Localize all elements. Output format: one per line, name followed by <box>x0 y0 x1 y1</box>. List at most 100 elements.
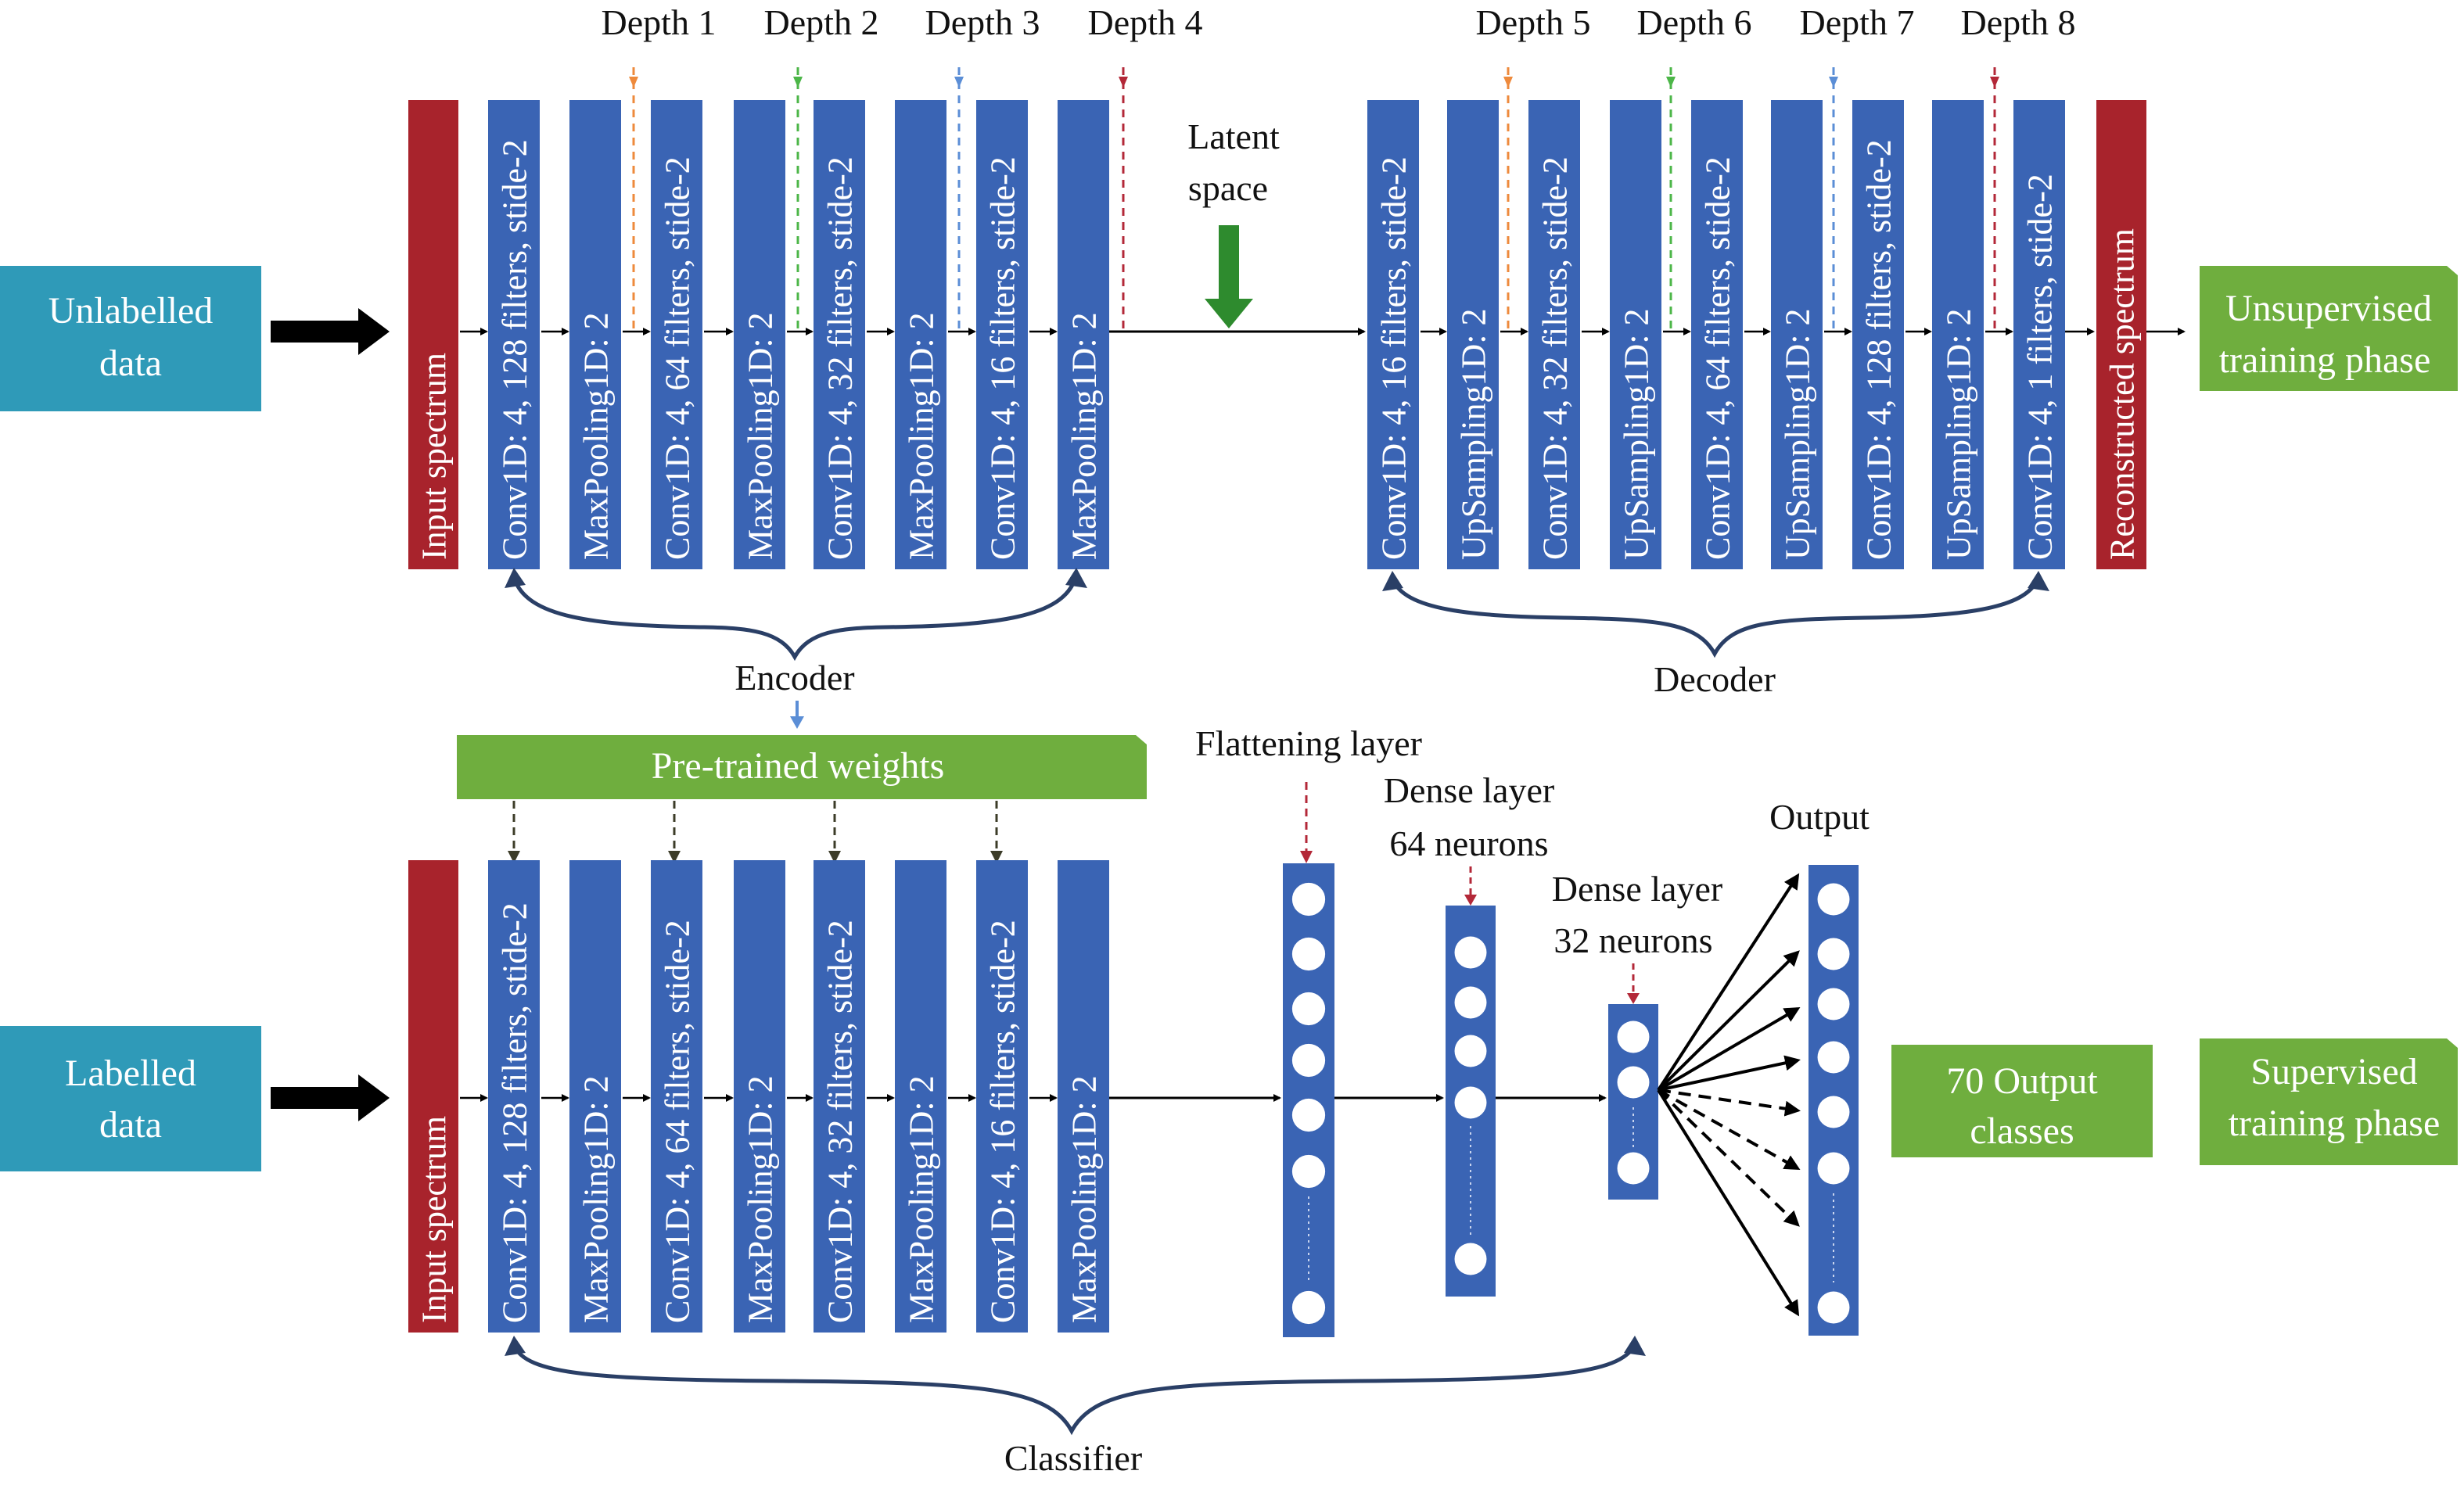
output-column-neuron-5 <box>1817 1096 1850 1128</box>
decoder-layer-1 <box>1367 100 1419 569</box>
dense64-label-line-1: Dense layer <box>1384 770 1554 810</box>
depth-label-3: Depth 3 <box>925 2 1040 42</box>
classifier-layer-5 <box>814 860 865 1333</box>
dense32-column-neuron-2 <box>1617 1066 1650 1099</box>
classifier-layer-2-label: MaxPooling1D: 2 <box>576 1075 615 1323</box>
encoder-to-weights-arrow-head <box>790 716 804 729</box>
unlabelled-data-box <box>0 266 261 411</box>
output-fan-arrow-5 <box>1658 1089 1801 1117</box>
decoder-layer-8-label: UpSampling1D: 2 <box>1939 309 1977 560</box>
unsupervised-phase-box <box>2200 266 2458 391</box>
decoder-brace-head-right <box>2028 571 2049 591</box>
labelled-data-box <box>0 1026 261 1171</box>
latent-space-line-2: space <box>1188 168 1268 208</box>
depth-label-6: Depth 6 <box>1637 2 1752 42</box>
dense32-marker-head <box>1627 993 1640 1004</box>
pretrained-weight-arrow-head-3 <box>828 851 841 863</box>
encoder-layer-top-8-label: MaxPooling1D: 2 <box>1065 312 1103 560</box>
dense32-column-neuron-1 <box>1617 1020 1650 1053</box>
flattening-layer-column-neuron-6 <box>1291 1154 1326 1189</box>
labelled-data-line-1: Labelled <box>65 1053 196 1094</box>
dense64-column-neuron-5 <box>1454 1243 1487 1275</box>
output-label: Output <box>1769 797 1870 837</box>
input-spectrum-bottom-label: Input spectrum <box>415 1116 453 1323</box>
decoder-layer-8 <box>1932 100 1984 569</box>
classifier-brace-head-left <box>505 1336 526 1356</box>
output-fan-arrow-8 <box>1657 1089 1800 1317</box>
encoder-layer-top-2-label: MaxPooling1D: 2 <box>576 312 615 560</box>
encoder-layer-top-3 <box>651 100 702 569</box>
output-fan-arrow-2 <box>1657 950 1800 1092</box>
dense64-column-neuron-4 <box>1454 1086 1487 1119</box>
depth-label-1: Depth 1 <box>602 2 717 42</box>
flattening-layer-column-neuron-4 <box>1291 1043 1326 1078</box>
output-classes-line-1: 70 Output <box>1946 1060 2098 1102</box>
output-column-neuron-2 <box>1817 938 1850 970</box>
depth-marker-head-5 <box>1503 77 1513 88</box>
output-column-neuron-7 <box>1817 1291 1850 1324</box>
encoder-layer-top-1-label: Conv1D: 4, 128 filters, stide-2 <box>495 139 533 560</box>
labelled-input-arrow <box>271 1074 390 1121</box>
encoder-layer-top-3-label: Conv1D: 4, 64 filters, stide-2 <box>658 156 696 560</box>
decoder-layer-3 <box>1528 100 1580 569</box>
output-classes-line-2: classes <box>1970 1110 2074 1152</box>
classifier-brace-head-right <box>1624 1336 1646 1356</box>
classifier-label: Classifier <box>1004 1438 1142 1478</box>
pretrained-weights-label: Pre-trained weights <box>652 745 945 787</box>
decoder-layer-3-label: Conv1D: 4, 32 filters, stide-2 <box>1536 156 1574 560</box>
classifier-layer-6 <box>895 860 946 1333</box>
encoder-brace-head-left <box>505 568 526 588</box>
classifier-layer-1 <box>488 860 540 1333</box>
dense64-column-neuron-3 <box>1454 1035 1487 1067</box>
dense32-label-line-1: Dense layer <box>1552 869 1722 909</box>
classifier-layer-8 <box>1058 860 1109 1333</box>
decoder-layer-6 <box>1771 100 1823 569</box>
input-spectrum-top <box>408 100 458 569</box>
decoder-layer-4-label: UpSampling1D: 2 <box>1617 309 1655 560</box>
dense64-marker-head <box>1464 895 1477 906</box>
classifier-layer-6-label: MaxPooling1D: 2 <box>902 1075 940 1323</box>
output-fan-arrow-6 <box>1658 1089 1801 1170</box>
classifier-layer-5-label: Conv1D: 4, 32 filters, stide-2 <box>821 920 859 1323</box>
decoder-layer-5 <box>1691 100 1743 569</box>
unlabelled-data-line-2: data <box>99 343 162 384</box>
pretrained-weight-arrow-head-4 <box>990 851 1003 863</box>
output-classes-box <box>1891 1045 2153 1157</box>
classifier-layer-1-label: Conv1D: 4, 128 filters, stide-2 <box>495 902 533 1323</box>
encoder-layer-top-2 <box>569 100 621 569</box>
decoder-layer-4 <box>1610 100 1661 569</box>
depth-label-5: Depth 5 <box>1476 2 1591 42</box>
encoder-layer-top-7-label: Conv1D: 4, 16 filters, stide-2 <box>983 156 1022 560</box>
latent-space-line-1: Latent <box>1187 117 1280 156</box>
reconstructed-spectrum-label: Reconstructed spectrum <box>2103 228 2141 560</box>
encoder-label: Encoder <box>735 658 854 698</box>
unlabelled-data-line-1: Unlabelled <box>48 290 214 332</box>
unsupervised-phase-line-2: training phase <box>2219 339 2431 381</box>
output-fan-arrow-7 <box>1657 1089 1800 1227</box>
flattening-layer-column-neuron-5 <box>1291 1098 1326 1132</box>
decoder-layer-7 <box>1852 100 1904 569</box>
classifier-layer-4 <box>734 860 785 1333</box>
decoder-layer-1-label: Conv1D: 4, 16 filters, stide-2 <box>1374 156 1413 560</box>
flattening-layer-column-neuron-1 <box>1291 882 1326 916</box>
classifier-layer-3-label: Conv1D: 4, 64 filters, stide-2 <box>658 920 696 1323</box>
depth-label-8: Depth 8 <box>1961 2 2076 42</box>
decoder-layer-9 <box>2013 100 2065 569</box>
classifier-layer-8-label: MaxPooling1D: 2 <box>1065 1075 1103 1323</box>
classifier-layer-2 <box>569 860 621 1333</box>
output-fan-arrow-1 <box>1657 873 1800 1092</box>
decoder-label: Decoder <box>1654 659 1776 699</box>
pretrained-weight-arrow-head-1 <box>508 851 520 863</box>
input-spectrum-bottom <box>408 860 458 1333</box>
depth-marker-head-4 <box>1119 77 1128 88</box>
supervised-phase-line-2: training phase <box>2229 1103 2441 1144</box>
depth-label-4: Depth 4 <box>1088 2 1203 42</box>
decoder-layer-2 <box>1447 100 1499 569</box>
output-column-neuron-3 <box>1817 988 1850 1020</box>
depth-marker-head-2 <box>793 77 803 88</box>
output-fan-arrow-4 <box>1658 1055 1801 1092</box>
dense32-label-line-2: 32 neurons <box>1553 920 1712 960</box>
classifier-layer-4-label: MaxPooling1D: 2 <box>741 1075 779 1323</box>
depth-marker-head-6 <box>1666 77 1676 88</box>
depth-label-7: Depth 7 <box>1800 2 1915 42</box>
